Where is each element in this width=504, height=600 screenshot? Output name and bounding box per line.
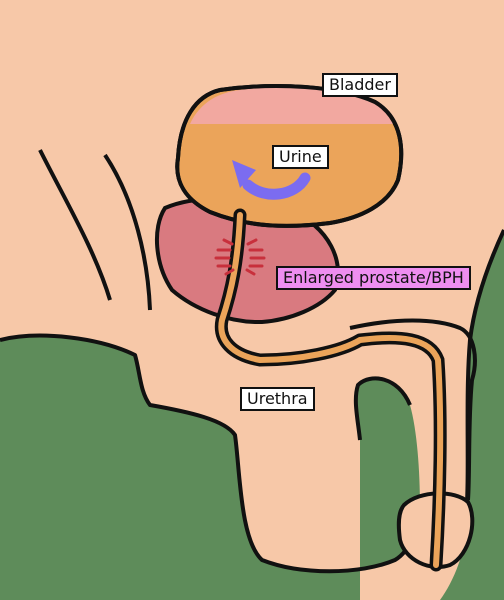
green-background-right (440, 230, 504, 600)
fold-line-left-1 (38, 149, 112, 301)
shaft-outline (349, 318, 477, 501)
bladder-outline (175, 84, 404, 228)
curved-arrow-icon (232, 160, 311, 200)
urethra-label: Urethra (240, 387, 315, 411)
bladder-label: Bladder (322, 73, 398, 97)
body-outline-left (0, 333, 422, 574)
prostate-label: Enlarged prostate/BPH (276, 266, 471, 290)
urethra-fill (218, 212, 444, 568)
constriction-marks-icon (214, 238, 266, 276)
urine-label: Urine (272, 145, 329, 169)
fold-line-left-2 (103, 153, 152, 311)
green-background (0, 335, 420, 600)
leg-outline (353, 376, 412, 441)
